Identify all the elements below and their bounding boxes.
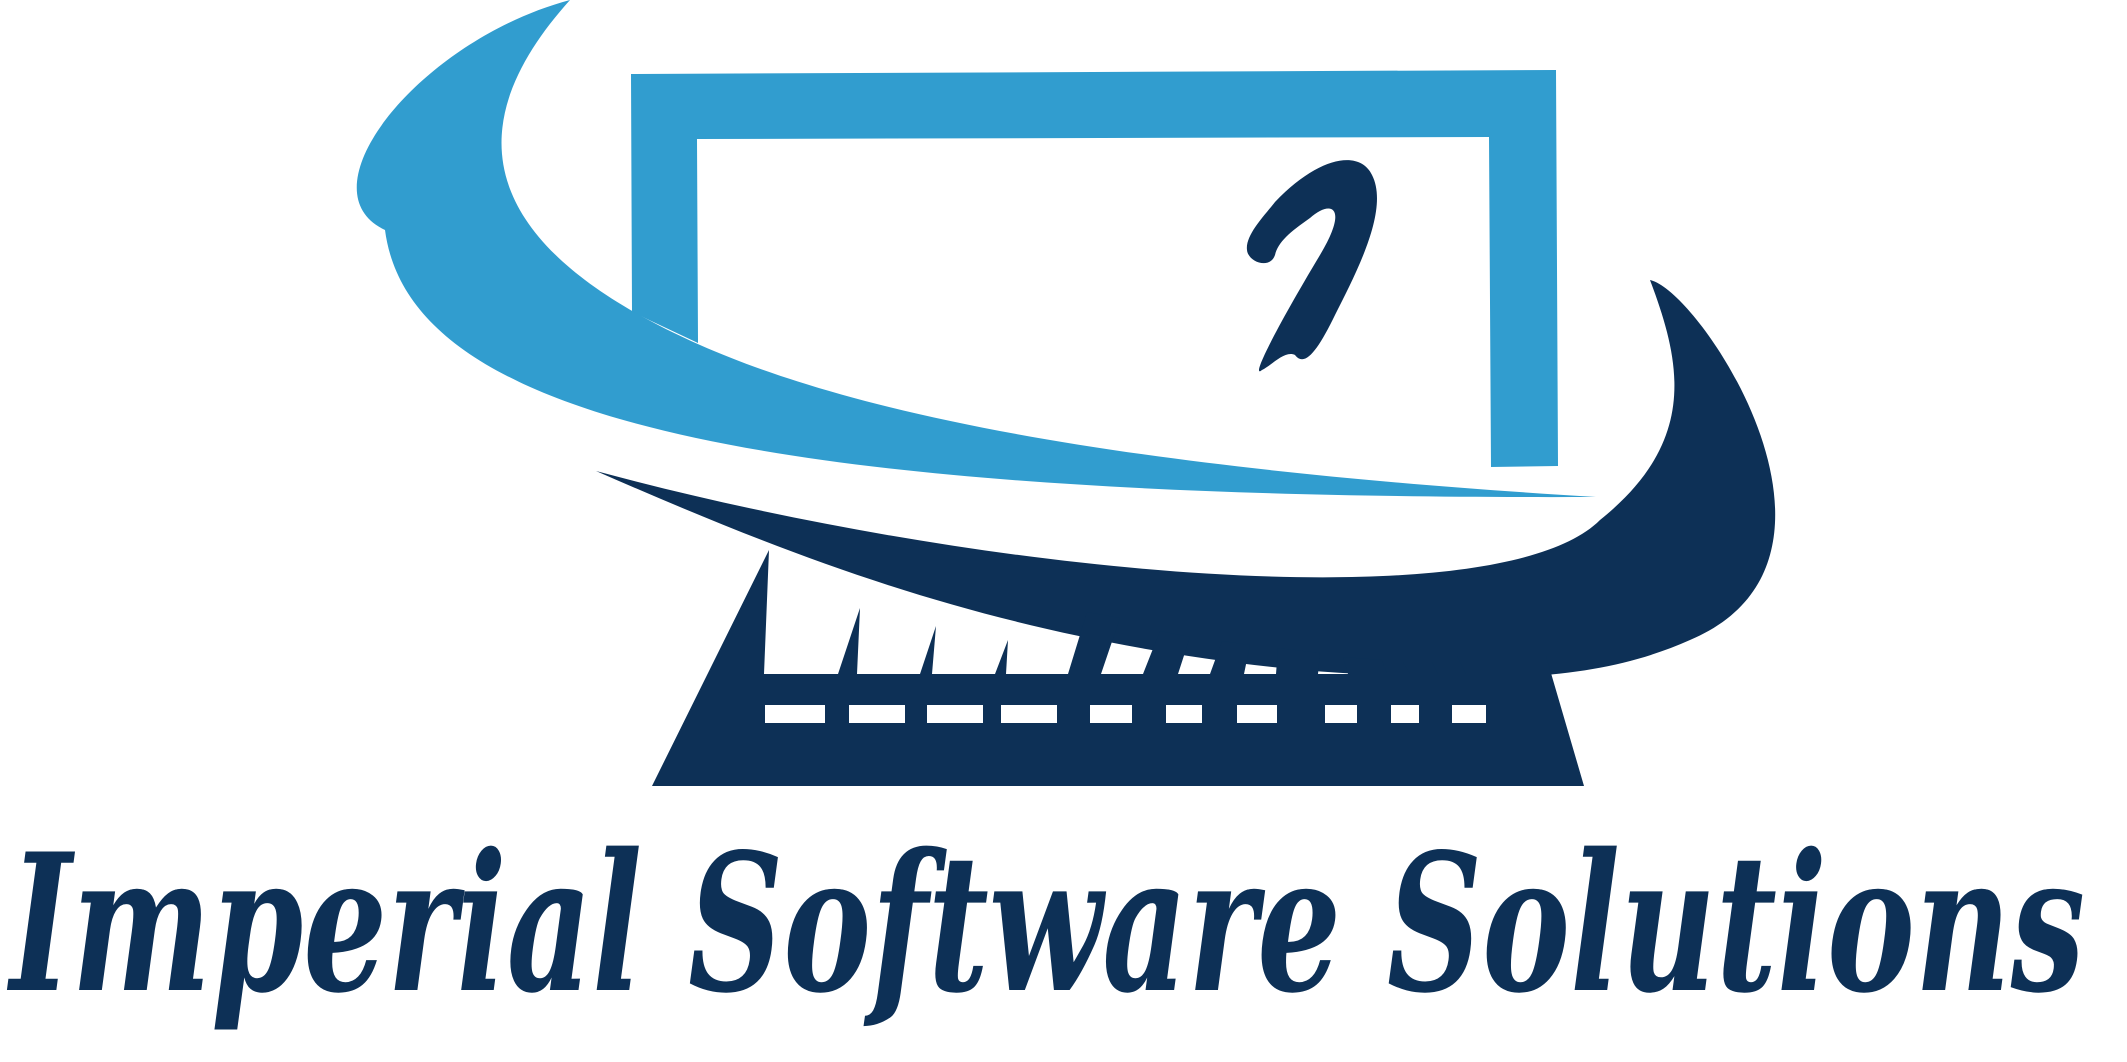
light-swoosh-icon <box>356 0 1596 498</box>
keyboard-key-row-icon <box>765 705 1486 723</box>
monitor-frame-icon <box>631 70 1558 467</box>
monogram-i-icon <box>1246 160 1377 372</box>
keyboard-base-icon <box>652 550 1584 786</box>
brand-wordmark-logo: Imperial Software Solutions <box>7 812 2085 1035</box>
dark-swoosh-icon <box>596 280 1776 678</box>
